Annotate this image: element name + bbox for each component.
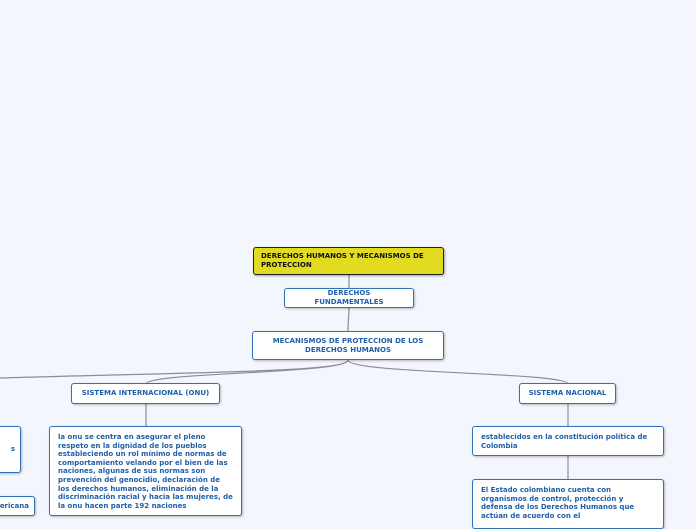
internacional-label: SISTEMA INTERNACIONAL (ONU) (81, 389, 210, 398)
internacional-detail-node[interactable]: la onu se centra en asegurar el pleno re… (49, 426, 242, 516)
left-partial-node-2[interactable]: ericana (0, 496, 35, 516)
root-node[interactable]: DERECHOS HUMANOS Y MECANISMOS DE PROTECC… (253, 247, 444, 275)
nacional-detail1-text: establecidos en la constitución política… (481, 433, 648, 450)
link-mecanismos-nacional (347, 359, 569, 385)
link-mecanismos-left (0, 359, 349, 379)
root-label: DERECHOS HUMANOS Y MECANISMOS DE PROTECC… (261, 252, 424, 269)
link-fundamentales-mecanismos (347, 306, 350, 333)
left-partial-text-2: ericana (0, 501, 29, 510)
left-partial-node-1[interactable]: s (0, 426, 21, 473)
left-partial-text-1: s (10, 445, 15, 454)
nacional-detail1-node[interactable]: establecidos en la constitución política… (472, 426, 664, 456)
internacional-detail-text: la onu se centra en asegurar el pleno re… (58, 433, 233, 510)
internacional-node[interactable]: SISTEMA INTERNACIONAL (ONU) (71, 383, 220, 404)
nacional-label: SISTEMA NACIONAL (528, 389, 607, 398)
fundamentales-node[interactable]: DERECHOS FUNDAMENTALES (284, 288, 414, 308)
mecanismos-label: MECANISMOS DE PROTECCION DE LOS DERECHOS… (272, 336, 424, 354)
nacional-detail2-node[interactable]: El Estado colombiano cuenta con organism… (472, 479, 664, 529)
nacional-detail2-text: El Estado colombiano cuenta con organism… (481, 486, 635, 520)
link-mecanismos-internacional (145, 359, 349, 385)
nacional-node[interactable]: SISTEMA NACIONAL (519, 383, 616, 404)
fundamentales-label: DERECHOS FUNDAMENTALES (314, 289, 384, 306)
mecanismos-node[interactable]: MECANISMOS DE PROTECCION DE LOS DERECHOS… (252, 331, 444, 360)
